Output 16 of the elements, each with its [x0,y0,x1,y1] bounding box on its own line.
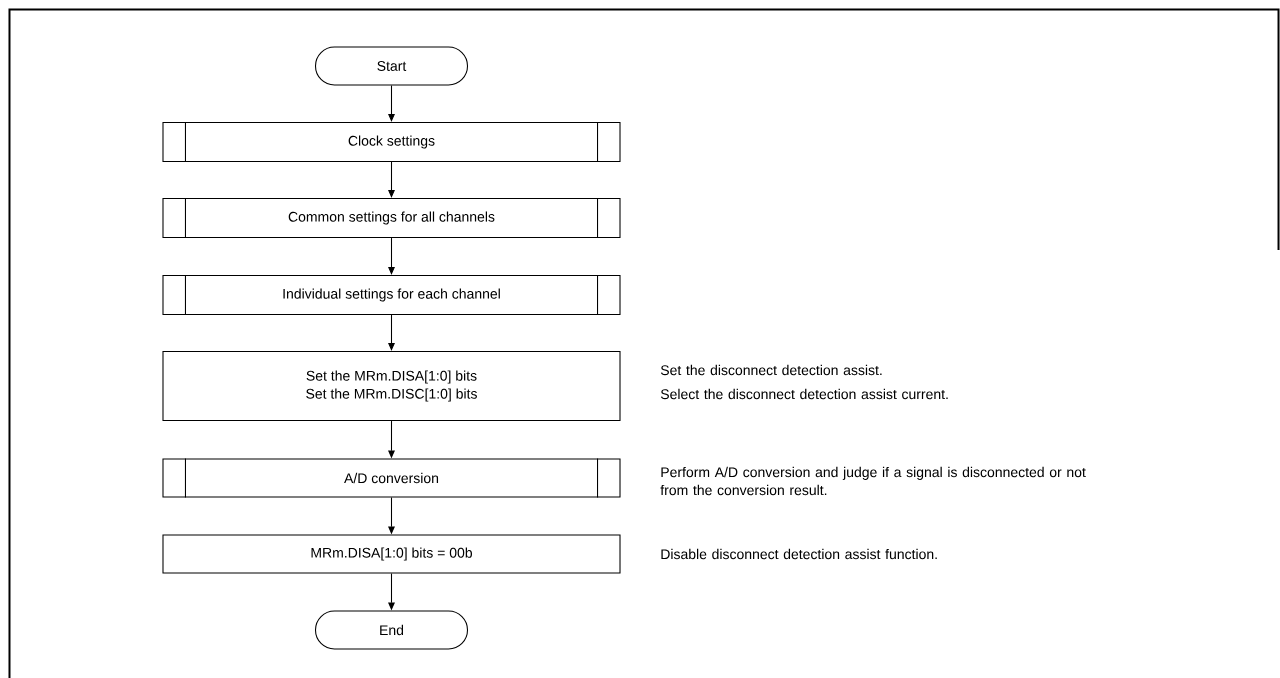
subroutine-box: A/D conversion [162,457,621,499]
subroutine-box: Clock settings [162,121,621,163]
note-text: Disable disconnect detection assist function. [661,548,937,560]
arrow [388,237,395,275]
terminal-box: Start [314,46,469,86]
arrow [388,161,395,198]
subroutine-box: Common settings for all channels [162,197,621,239]
subroutine-box: Individual settings for each channel [162,274,621,316]
note-text: Perform A/D conversion and judge if a signal is disconnected or not from the conversion result. [660,466,1086,496]
process-box: MRm.DISA[1:0] bits = 00b [162,534,621,574]
terminal-box: End [314,610,469,650]
note-text: Select the disconnect detection assist current. [660,388,948,400]
note-text: Set the disconnect detection assist. [660,364,882,376]
arrow [388,85,395,122]
process-box: Set the MRm.DISA[1:0] bits Set the MRm.DISC[1:0] bits [162,350,621,422]
arrow [388,314,395,351]
